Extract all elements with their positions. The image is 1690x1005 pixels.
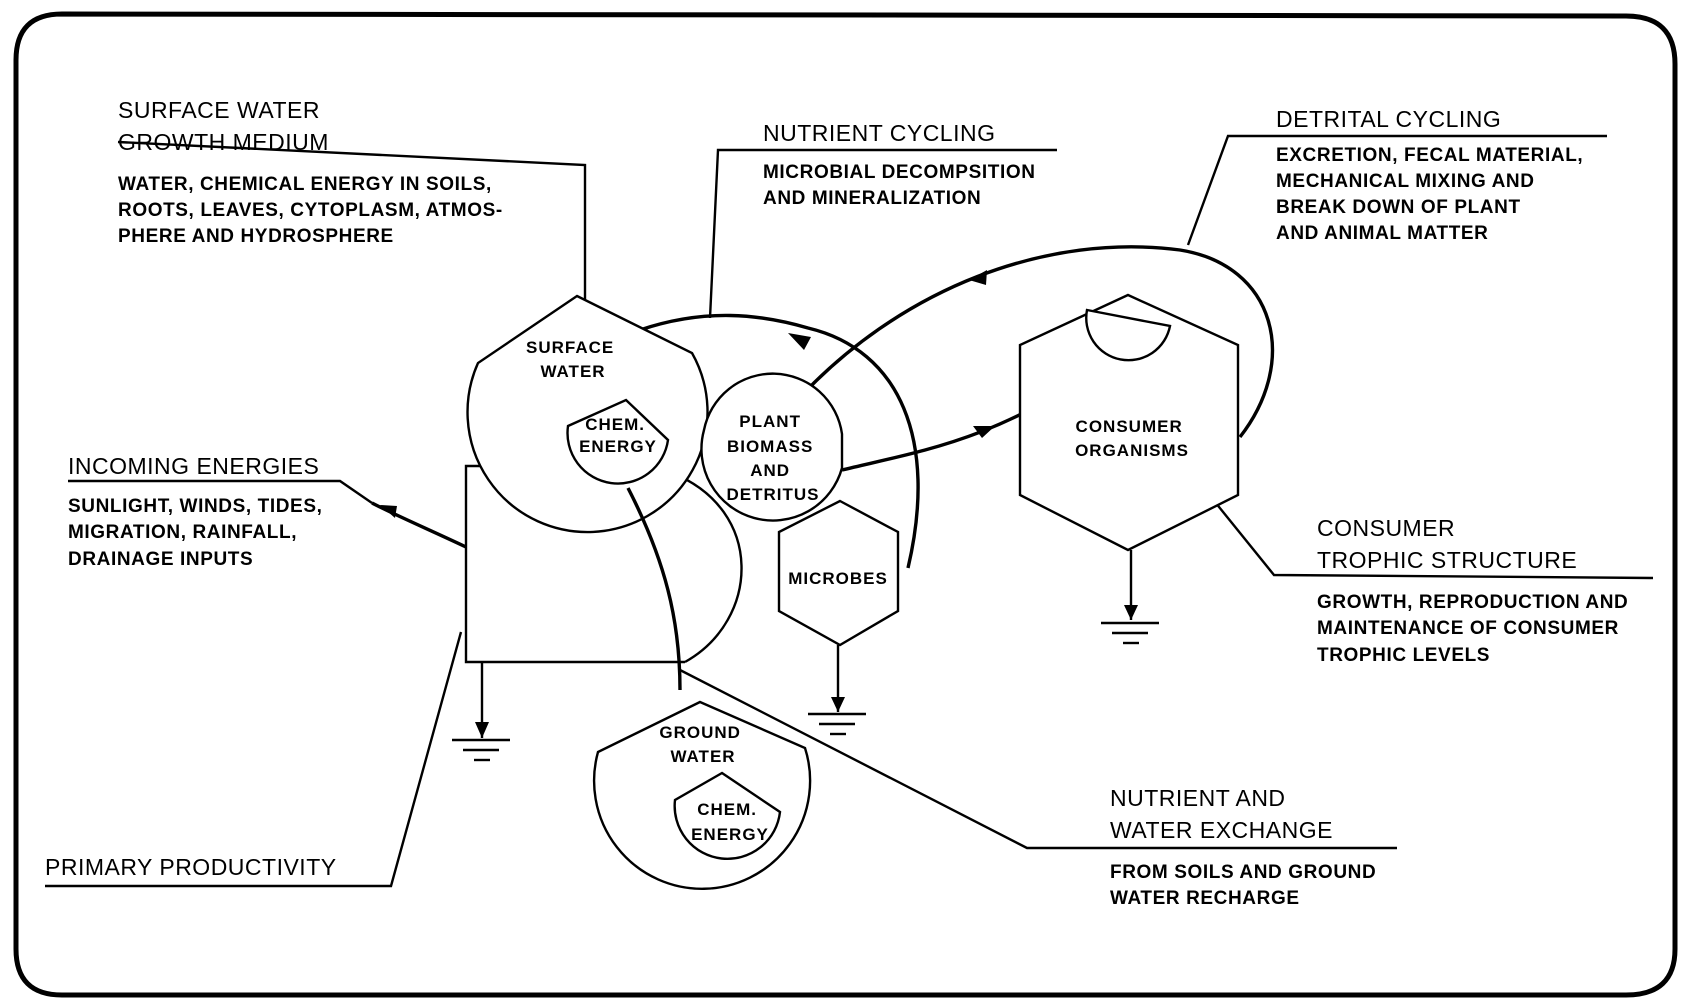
primary-productivity-leader	[45, 631, 463, 888]
ground-water-label: GROUND WATER	[659, 723, 746, 766]
consumer-trophic-body: GROWTH, REPRODUCTION AND MAINTENANCE OF …	[1317, 592, 1634, 666]
surface-water-label: SURFACE WATER	[526, 338, 620, 381]
plant-biomass-node	[700, 372, 844, 522]
detrital-cycling-arrowhead	[969, 270, 987, 285]
surface-water-growth-title: SURFACE WATER GROWTH MEDIUM	[118, 97, 329, 155]
incoming-energy-flow	[371, 501, 467, 549]
surface-chem-label: CHEM. ENERGY	[579, 415, 657, 456]
incoming-energies-body: SUNLIGHT, WINDS, TIDES, MIGRATION, RAINF…	[68, 496, 328, 570]
surface-water-leader	[117, 140, 587, 300]
detrital-cycling-body: EXCRETION, FECAL MATERIAL, MECHANICAL MI…	[1276, 145, 1589, 244]
productivity-return-arc	[671, 471, 743, 664]
surface-water-growth-body: WATER, CHEMICAL ENERGY IN SOILS, ROOTS, …	[118, 174, 509, 247]
consumer-node	[1018, 293, 1240, 552]
microbes-label: MICROBES	[788, 569, 888, 588]
nutrient-cycling-leader	[708, 148, 1057, 319]
incoming-energies-title: INCOMING ENERGIES	[68, 453, 319, 479]
ground-chem-node	[673, 771, 782, 861]
microbes-node	[777, 499, 900, 647]
consumer-trophic-title: CONSUMER TROPHIC STRUCTURE	[1317, 515, 1577, 573]
nutrient-cycling-loop	[639, 313, 920, 569]
detrital-cycling-leader	[1186, 134, 1607, 246]
surface-chem-node	[566, 398, 670, 485]
plant-to-consumer-arrowhead	[973, 426, 995, 438]
microbes-sink	[808, 645, 866, 736]
surface-to-ground-flow	[626, 487, 682, 691]
consumer-label: CONSUMER ORGANISMS	[1075, 417, 1189, 460]
consumer-sink	[1101, 550, 1159, 645]
nutrient-cycling-title: NUTRIENT CYCLING	[763, 120, 996, 146]
incoming-energy-arrowhead	[380, 505, 397, 518]
nutrient-exchange-leader	[679, 668, 1397, 850]
productivity-sink	[452, 662, 510, 762]
primary-productivity-title: PRIMARY PRODUCTIVITY	[45, 854, 337, 880]
nutrient-exchange-body: FROM SOILS AND GROUND WATER RECHARGE	[1110, 862, 1382, 909]
nutrient-cycling-arrowhead	[788, 333, 811, 350]
consumer-inner-cup	[1085, 308, 1172, 362]
plant-biomass-label: PLANT BIOMASS AND DETRITUS	[727, 412, 820, 504]
nutrient-cycling-body: MICROBIAL DECOMPSITION AND MINERALIZATIO…	[763, 162, 1041, 209]
consumer-trophic-leader	[1214, 501, 1654, 580]
incoming-energies-leader	[68, 479, 373, 504]
detrital-cycling-loop	[788, 245, 1275, 439]
diagram-frame	[13, 11, 1678, 998]
nutrient-exchange-title: NUTRIENT AND WATER EXCHANGE	[1110, 785, 1333, 843]
ground-chem-label: CHEM. ENERGY	[691, 800, 769, 844]
detrital-cycling-title: DETRITAL CYCLING	[1276, 106, 1501, 132]
